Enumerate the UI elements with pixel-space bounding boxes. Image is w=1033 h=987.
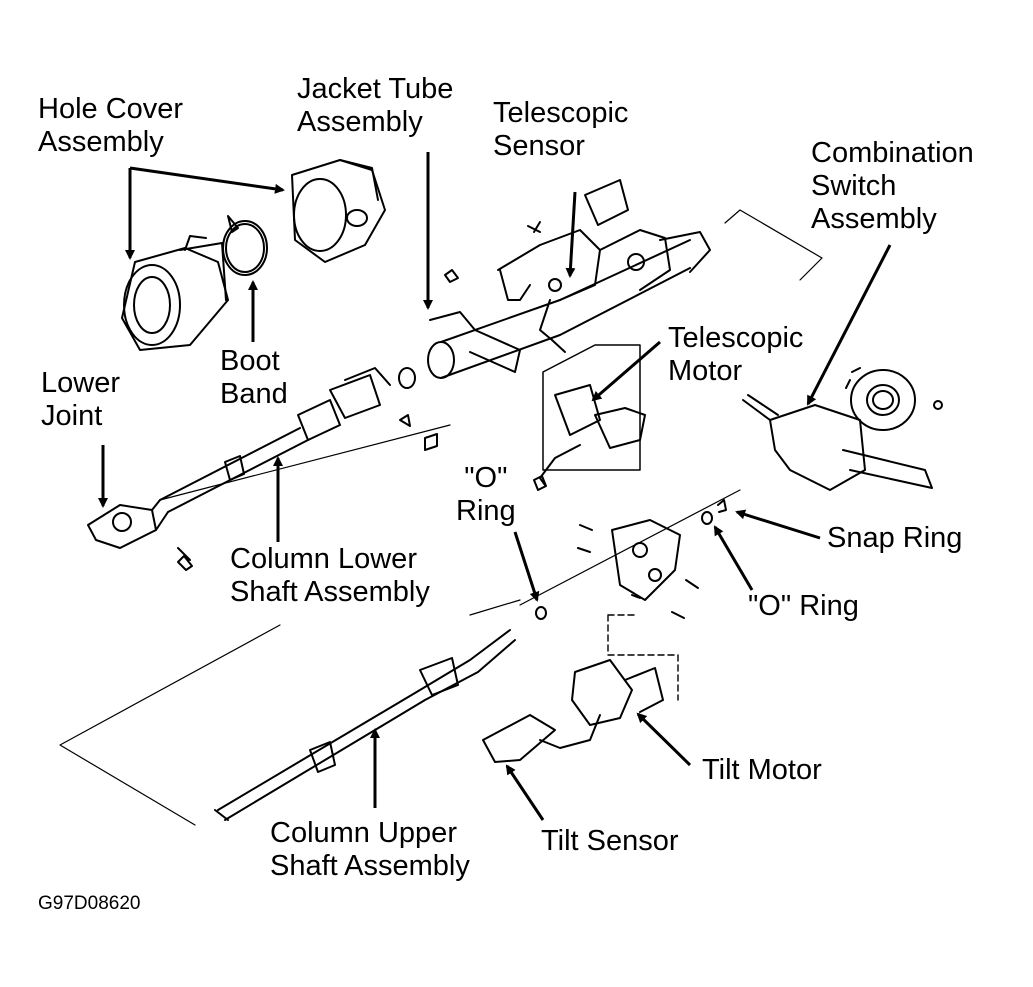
label-tilt-sensor: Tilt Sensor bbox=[541, 825, 679, 857]
callout-arrows bbox=[98, 152, 892, 821]
arrow-o-ring-right bbox=[713, 525, 754, 591]
hole-cover-right bbox=[291, 159, 386, 263]
label-o-ring-left: "O"Ring bbox=[456, 462, 516, 527]
telescopic-motor bbox=[533, 344, 646, 491]
label-tilt-motor: Tilt Motor bbox=[702, 754, 822, 786]
tilt-assembly bbox=[482, 519, 699, 763]
boot-band bbox=[222, 215, 268, 276]
arrow-tilt-sensor bbox=[505, 764, 545, 821]
jacket-tube bbox=[427, 179, 711, 379]
arrow-telescopic-sensor bbox=[565, 191, 577, 278]
arrow-tilt-motor bbox=[636, 712, 692, 767]
arrow-snap-ring bbox=[735, 509, 821, 540]
figure-code: G97D08620 bbox=[38, 893, 141, 914]
lower-joint bbox=[87, 499, 193, 571]
arrow-telescopic-motor bbox=[591, 340, 661, 402]
label-snap-ring: Snap Ring bbox=[827, 522, 963, 554]
arrow-combination-switch bbox=[806, 244, 892, 406]
column-upper-shaft bbox=[214, 629, 516, 821]
arrow-hole-cover-right bbox=[129, 166, 285, 194]
combination-switch bbox=[742, 367, 943, 491]
column-lower-shaft bbox=[159, 367, 438, 513]
hole-cover-left bbox=[121, 235, 229, 351]
label-o-ring-right: "O" Ring bbox=[748, 590, 859, 622]
arrow-o-ring-left bbox=[513, 531, 540, 602]
